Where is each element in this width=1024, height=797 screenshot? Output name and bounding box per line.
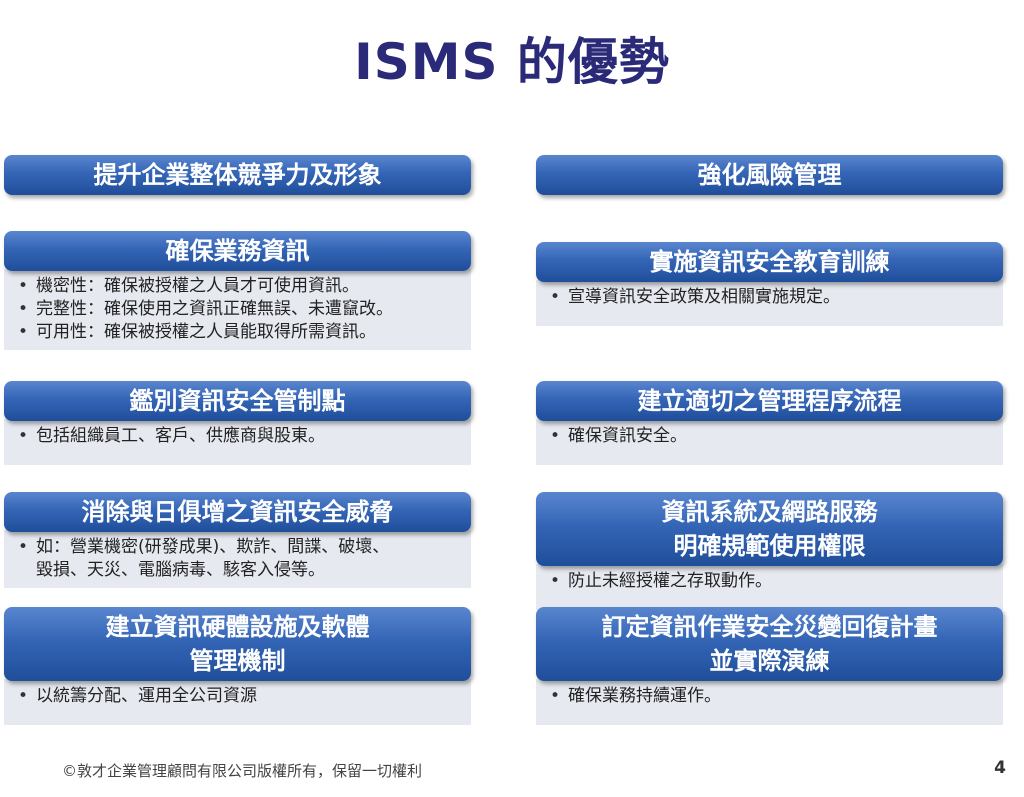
card-header: 鑑別資訊安全管制點	[4, 381, 471, 421]
card-body: 以統籌分配、運用全公司資源	[4, 679, 471, 725]
list-item: 如：營業機密(研發成果)、欺詐、間諜、破壞、 毀損、天災、電腦病毒、駭客入侵等。	[14, 536, 461, 582]
list-item: 宣導資訊安全政策及相關實施規定。	[546, 286, 993, 309]
card-threats: 消除與日俱增之資訊安全威脅 如：營業機密(研發成果)、欺詐、間諜、破壞、 毀損、…	[4, 492, 471, 588]
list-item: 包括組織員工、客戶、供應商與股東。	[14, 425, 461, 448]
card-header: 提升企業整体競爭力及形象	[4, 155, 471, 195]
card-header: 訂定資訊作業安全災變回復計畫 並實際演練	[536, 607, 1003, 681]
card-disaster-recovery: 訂定資訊作業安全災變回復計畫 並實際演練 確保業務持續運作。	[536, 607, 1003, 725]
list-item: 以統籌分配、運用全公司資源	[14, 685, 461, 708]
card-header: 實施資訊安全教育訓練	[536, 242, 1003, 282]
page-number: 4	[994, 758, 1006, 778]
card-header: 強化風險管理	[536, 155, 1003, 195]
list-item: 機密性：確保被授權之人員才可使用資訊。	[14, 275, 461, 298]
card-header: 建立適切之管理程序流程	[536, 381, 1003, 421]
card-header: 資訊系統及網路服務 明確規範使用權限	[536, 492, 1003, 566]
card-body: 機密性：確保被授權之人員才可使用資訊。 完整性：確保使用之資訊正確無誤、未遭竄改…	[4, 269, 471, 350]
list-item: 可用性：確保被授權之人員能取得所需資訊。	[14, 321, 461, 344]
card-training: 實施資訊安全教育訓練 宣導資訊安全政策及相關實施規定。	[536, 242, 1003, 326]
card-hardware-software: 建立資訊硬體設施及軟體 管理機制 以統籌分配、運用全公司資源	[4, 607, 471, 725]
card-body: 防止未經授權之存取動作。	[536, 564, 1003, 610]
list-item: 確保業務持續運作。	[546, 685, 993, 708]
card-body: 確保業務持續運作。	[536, 679, 1003, 725]
card-business-info: 確保業務資訊 機密性：確保被授權之人員才可使用資訊。 完整性：確保使用之資訊正確…	[4, 231, 471, 350]
page-title: ISMS 的優勢	[354, 33, 670, 91]
card-access-rights: 資訊系統及網路服務 明確規範使用權限 防止未經授權之存取動作。	[536, 492, 1003, 610]
card-procedures: 建立適切之管理程序流程 確保資訊安全。	[536, 381, 1003, 465]
card-body: 宣導資訊安全政策及相關實施規定。	[536, 280, 1003, 326]
card-body: 如：營業機密(研發成果)、欺詐、間諜、破壞、 毀損、天災、電腦病毒、駭客入侵等。	[4, 530, 471, 588]
list-item: 完整性：確保使用之資訊正確無誤、未遭竄改。	[14, 298, 461, 321]
card-body: 包括組織員工、客戶、供應商與股東。	[4, 419, 471, 465]
card-header: 消除與日俱增之資訊安全威脅	[4, 492, 471, 532]
card-header: 確保業務資訊	[4, 231, 471, 271]
copyright-footer: ©敦才企業管理顧問有限公司版權所有，保留一切權利	[62, 762, 423, 780]
card-control-points: 鑑別資訊安全管制點 包括組織員工、客戶、供應商與股東。	[4, 381, 471, 465]
list-item: 防止未經授權之存取動作。	[546, 570, 993, 593]
card-competitiveness: 提升企業整体競爭力及形象	[4, 155, 471, 195]
list-item: 確保資訊安全。	[546, 425, 993, 448]
card-header: 建立資訊硬體設施及軟體 管理機制	[4, 607, 471, 681]
card-risk-management: 強化風險管理	[536, 155, 1003, 195]
card-body: 確保資訊安全。	[536, 419, 1003, 465]
